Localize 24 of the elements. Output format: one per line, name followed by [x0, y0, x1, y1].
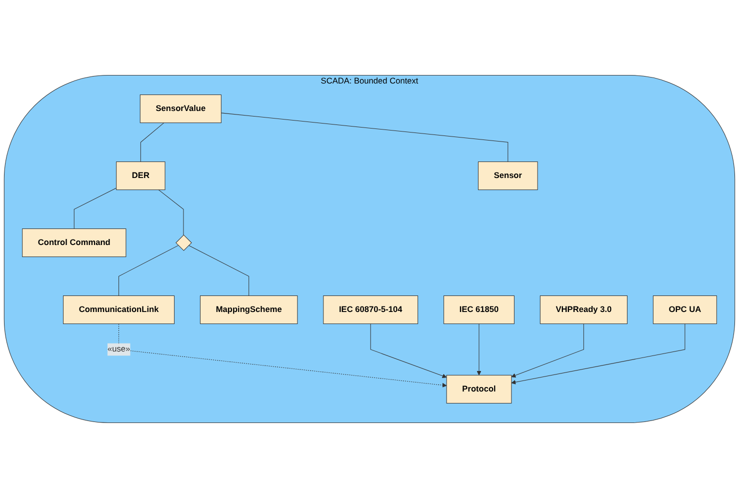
edge-label: «use» [107, 344, 130, 354]
arrow [511, 324, 584, 378]
node-box: OPC UA [652, 295, 717, 324]
node-box: DER [116, 162, 166, 190]
connector [220, 112, 508, 162]
connector [140, 122, 164, 162]
arrow [370, 324, 447, 378]
node-box: Control Command [22, 228, 126, 258]
arrow [476, 324, 482, 376]
node-box: VHPReady 3.0 [540, 295, 628, 324]
arrow [511, 324, 686, 384]
connector [118, 245, 179, 296]
connector [158, 190, 184, 236]
connector [188, 245, 250, 296]
node-box: IEC 60870-5-104 [323, 295, 418, 324]
connector [74, 188, 117, 229]
node-box: SensorValue [140, 94, 222, 124]
node-box: Protocol [446, 374, 512, 404]
node-box: Sensor [478, 162, 538, 190]
node-box: CommunicationLink [63, 295, 175, 324]
node-diamond [176, 234, 192, 251]
node-box: MappingScheme [200, 295, 298, 324]
arrow [118, 324, 447, 388]
node-box: IEC 61850 [444, 295, 514, 324]
